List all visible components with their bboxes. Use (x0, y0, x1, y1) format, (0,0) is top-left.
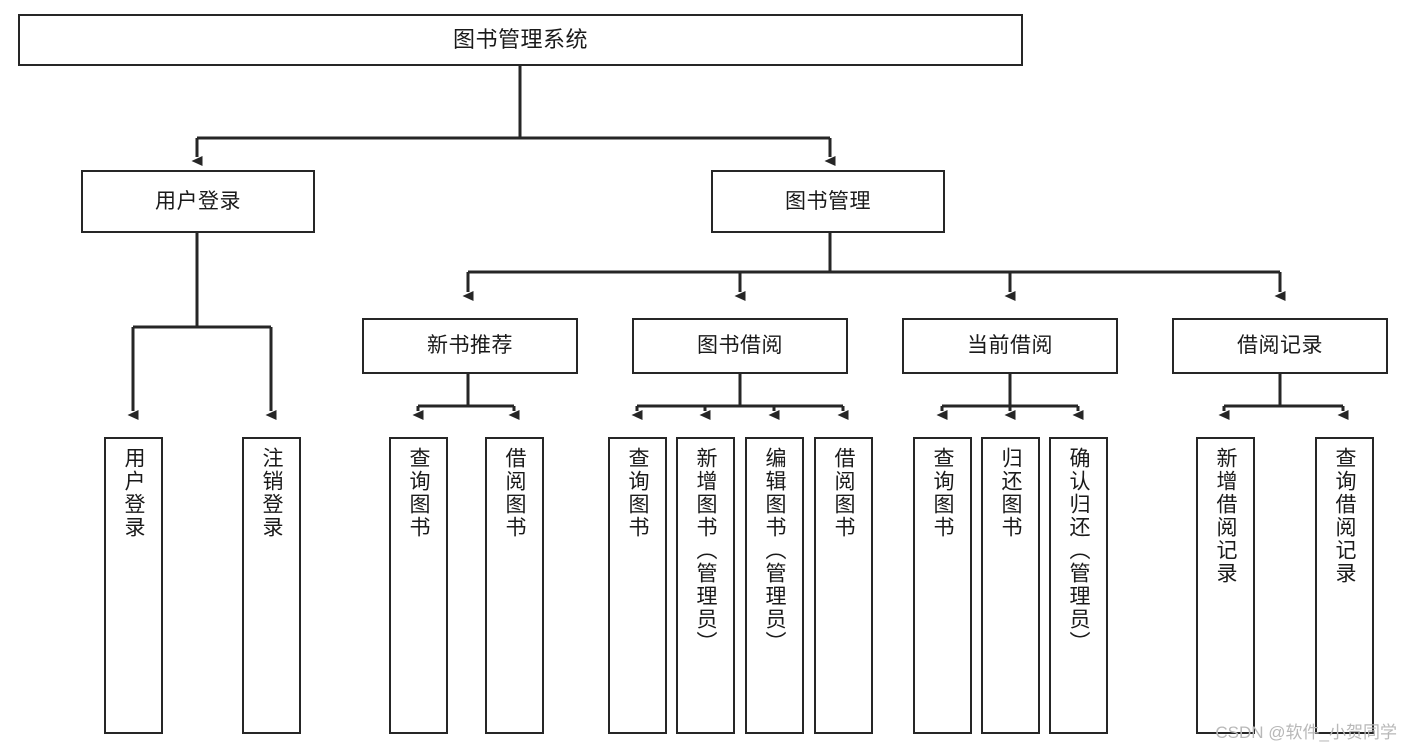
leaf-edit-book[interactable]: 编辑图书（管理员） (745, 437, 804, 734)
node-user-login[interactable]: 用户登录 (81, 170, 315, 233)
node-borrow-record[interactable]: 借阅记录 (1172, 318, 1388, 374)
node-label: 用户登录 (122, 447, 145, 539)
leaf-logout-login[interactable]: 注销登录 (242, 437, 301, 734)
leaf-add-borrow-record[interactable]: 新增借阅记录 (1196, 437, 1255, 734)
node-label: 借阅图书 (503, 447, 526, 539)
node-label: 图书借阅 (697, 334, 783, 358)
node-current-borrow[interactable]: 当前借阅 (902, 318, 1118, 374)
node-label: 新增借阅记录 (1214, 447, 1237, 585)
node-label: 查询图书 (931, 447, 954, 539)
leaf-query-book-recommend[interactable]: 查询图书 (389, 437, 448, 734)
node-label: 新增图书（管理员） (694, 447, 717, 654)
node-label: 用户登录 (155, 189, 241, 213)
node-label: 借阅图书 (832, 447, 855, 539)
node-book-management-system[interactable]: 图书管理系统 (18, 14, 1023, 66)
node-label: 确认归还（管理员） (1067, 447, 1090, 654)
node-book-borrow[interactable]: 图书借阅 (632, 318, 848, 374)
leaf-confirm-return[interactable]: 确认归还（管理员） (1049, 437, 1108, 734)
leaf-query-book-current[interactable]: 查询图书 (913, 437, 972, 734)
node-label: 图书管理系统 (452, 26, 588, 52)
node-new-book-recommend[interactable]: 新书推荐 (362, 318, 578, 374)
node-label: 查询图书 (407, 447, 430, 539)
leaf-borrow-book-recommend[interactable]: 借阅图书 (485, 437, 544, 734)
leaf-query-book-borrow[interactable]: 查询图书 (608, 437, 667, 734)
leaf-borrow-book[interactable]: 借阅图书 (814, 437, 873, 734)
leaf-return-book[interactable]: 归还图书 (981, 437, 1040, 734)
leaf-add-book[interactable]: 新增图书（管理员） (676, 437, 735, 734)
node-label: 归还图书 (999, 447, 1022, 539)
leaf-user-login[interactable]: 用户登录 (104, 437, 163, 734)
node-label: 注销登录 (260, 447, 283, 539)
watermark-text: CSDN @软件_小贺同学 (1215, 723, 1397, 742)
leaf-query-borrow-record[interactable]: 查询借阅记录 (1315, 437, 1374, 734)
node-label: 借阅记录 (1237, 334, 1323, 358)
node-label: 当前借阅 (967, 334, 1053, 358)
node-label: 图书管理 (785, 189, 871, 213)
node-book-management[interactable]: 图书管理 (711, 170, 945, 233)
node-label: 编辑图书（管理员） (763, 447, 786, 654)
node-label: 新书推荐 (427, 334, 513, 358)
node-label: 查询图书 (626, 447, 649, 539)
node-label: 查询借阅记录 (1333, 447, 1356, 585)
